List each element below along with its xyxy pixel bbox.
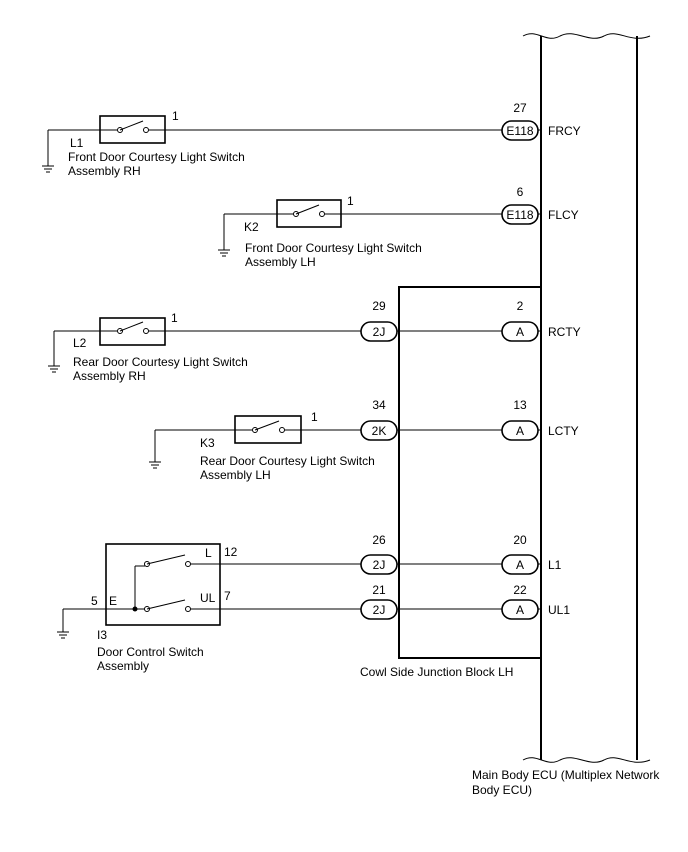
connector-label: A — [516, 325, 524, 339]
switch-pin: 1 — [171, 311, 178, 325]
signal-label-flcy: FLCY — [548, 208, 579, 222]
switch-name-line2: Assembly LH — [245, 255, 316, 269]
connector-pin: 27 — [513, 101, 527, 115]
connector-2j-ul1: 2J — [360, 599, 398, 620]
connector-label: A — [516, 603, 524, 617]
connector-pin: 34 — [372, 398, 386, 412]
connector-2j-l1: 2J — [360, 554, 398, 575]
circuit-lcty — [149, 415, 541, 469]
connector-a-lcty: A — [501, 420, 539, 441]
door-switch-code: I3 — [97, 628, 107, 642]
switch-code: L1 — [70, 136, 84, 150]
circuit-rcty — [48, 317, 541, 373]
signal-label-l1: L1 — [548, 558, 562, 572]
circuit-flcy — [218, 199, 541, 257]
switch-name-line1: Rear Door Courtesy Light Switch — [73, 355, 248, 369]
signal-label-ul1: UL1 — [548, 603, 570, 617]
terminal-l-label: L — [205, 546, 212, 560]
circuit-door-ground — [57, 608, 106, 639]
switch-l1 — [99, 115, 166, 144]
connector-label: 2J — [373, 603, 386, 617]
switch-name-line2: Assembly RH — [73, 369, 146, 383]
switch-pin: 1 — [172, 109, 179, 123]
switch-k3 — [234, 415, 302, 444]
pin-e: 5 — [91, 594, 98, 608]
connector-a-rcty: A — [501, 321, 539, 342]
connector-a-ul1: A — [501, 599, 539, 620]
connector-e118-flcy: E118 — [501, 204, 539, 225]
switch-name-line1: Rear Door Courtesy Light Switch — [200, 454, 375, 468]
ecu-label-line1: Main Body ECU (Multiplex Network — [472, 768, 660, 782]
connector-pin: 13 — [513, 398, 527, 412]
door-control-switch — [105, 543, 221, 626]
circuit-frcy — [42, 115, 541, 173]
ground-symbol — [48, 365, 60, 373]
signal-label-rcty: RCTY — [548, 325, 581, 339]
terminal-e-label: E — [109, 594, 117, 608]
connector-label: E118 — [506, 124, 533, 138]
ground-symbol — [149, 461, 161, 469]
ground-symbol — [57, 631, 69, 639]
main-body-ecu — [522, 33, 651, 763]
switch-name-line1: Front Door Courtesy Light Switch — [245, 241, 422, 255]
junction-block-label: Cowl Side Junction Block LH — [360, 665, 513, 679]
pin-ul: 7 — [224, 589, 231, 603]
ground-symbol — [42, 165, 54, 173]
signal-label-lcty: LCTY — [548, 424, 579, 438]
switch-code: K2 — [244, 220, 259, 234]
connector-pin: 2 — [517, 299, 524, 313]
ecu-label-line2: Body ECU) — [472, 783, 532, 797]
ground-symbol — [218, 249, 230, 257]
connector-label: 2J — [373, 558, 386, 572]
connector-2j-rcty: 2J — [360, 321, 398, 342]
switch-k2 — [276, 199, 342, 228]
connector-label: E118 — [506, 208, 533, 222]
switch-name-line2: Assembly LH — [200, 468, 271, 482]
connector-label: A — [516, 424, 524, 438]
connector-pin: 22 — [513, 583, 527, 597]
switch-pin: 1 — [347, 194, 354, 208]
connector-label: 2J — [373, 325, 386, 339]
switch-name-line1: Front Door Courtesy Light Switch — [68, 150, 245, 164]
connector-label: 2K — [372, 424, 387, 438]
switch-l2 — [99, 317, 166, 346]
pin-l: 12 — [224, 545, 238, 559]
switch-pin: 1 — [311, 410, 318, 424]
connector-label: A — [516, 558, 524, 572]
signal-label-frcy: FRCY — [548, 124, 581, 138]
connector-a-l1: A — [501, 554, 539, 575]
door-switch-name-line2: Assembly — [97, 659, 149, 673]
switch-code: K3 — [200, 436, 215, 450]
connector-pin: 20 — [513, 533, 527, 547]
connector-pin: 21 — [372, 583, 386, 597]
connector-pin: 26 — [372, 533, 386, 547]
door-switch-name-line1: Door Control Switch — [97, 645, 204, 659]
connector-pin: 29 — [372, 299, 386, 313]
connector-2k-lcty: 2K — [360, 420, 398, 441]
switch-name-line2: Assembly RH — [68, 164, 141, 178]
connector-e118-frcy: E118 — [501, 120, 539, 141]
cowl-side-junction-block — [398, 286, 542, 659]
switch-code: L2 — [73, 336, 87, 350]
terminal-ul-label: UL — [200, 591, 216, 605]
connector-pin: 6 — [517, 185, 524, 199]
